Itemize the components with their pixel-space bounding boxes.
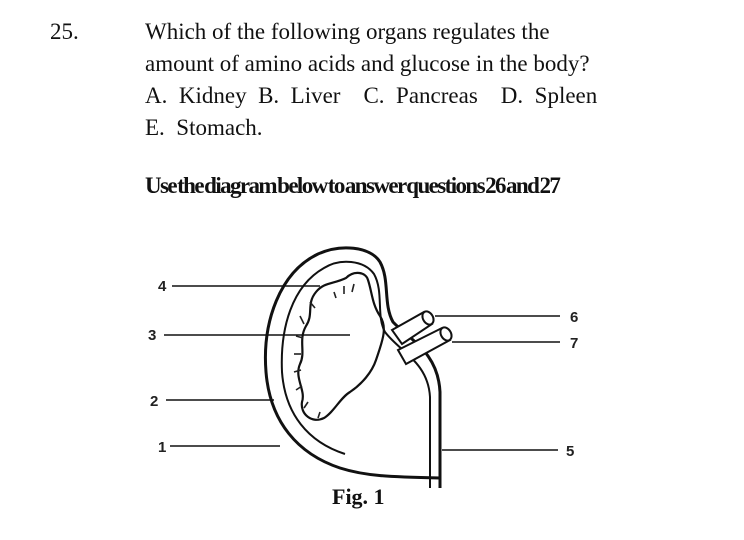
label-3: 3 [148,327,156,344]
kidney-capsule [263,246,442,488]
question-number: 25. [50,19,79,44]
label-5: 5 [566,443,574,460]
question-text: Which of the following organs regulates … [145,16,725,144]
label-4: 4 [158,278,167,295]
label-1: 1 [158,439,166,456]
renal-pelvis-outline [297,271,385,421]
label-6: 6 [570,309,578,326]
medulla-ticks [293,283,355,419]
question-line-2: amount of amino acids and glucose in the… [145,51,590,76]
diagram-instruction: Use the diagram below to answer question… [145,173,561,198]
renal-vessels [390,310,453,366]
leader-lines [164,285,560,451]
kidney-diagram: 4 3 2 1 6 7 5 [140,232,600,488]
question-option-e: E. Stomach. [145,115,263,140]
question-options-line: A. Kidney B. Liver C. Pancreas D. Spleen [145,83,598,108]
kidney-cortex-line [280,260,431,488]
label-7: 7 [570,335,578,352]
figure-caption: Fig. 1 [332,484,385,509]
label-2: 2 [150,393,158,410]
question-line-1: Which of the following organs regulates … [145,19,550,44]
